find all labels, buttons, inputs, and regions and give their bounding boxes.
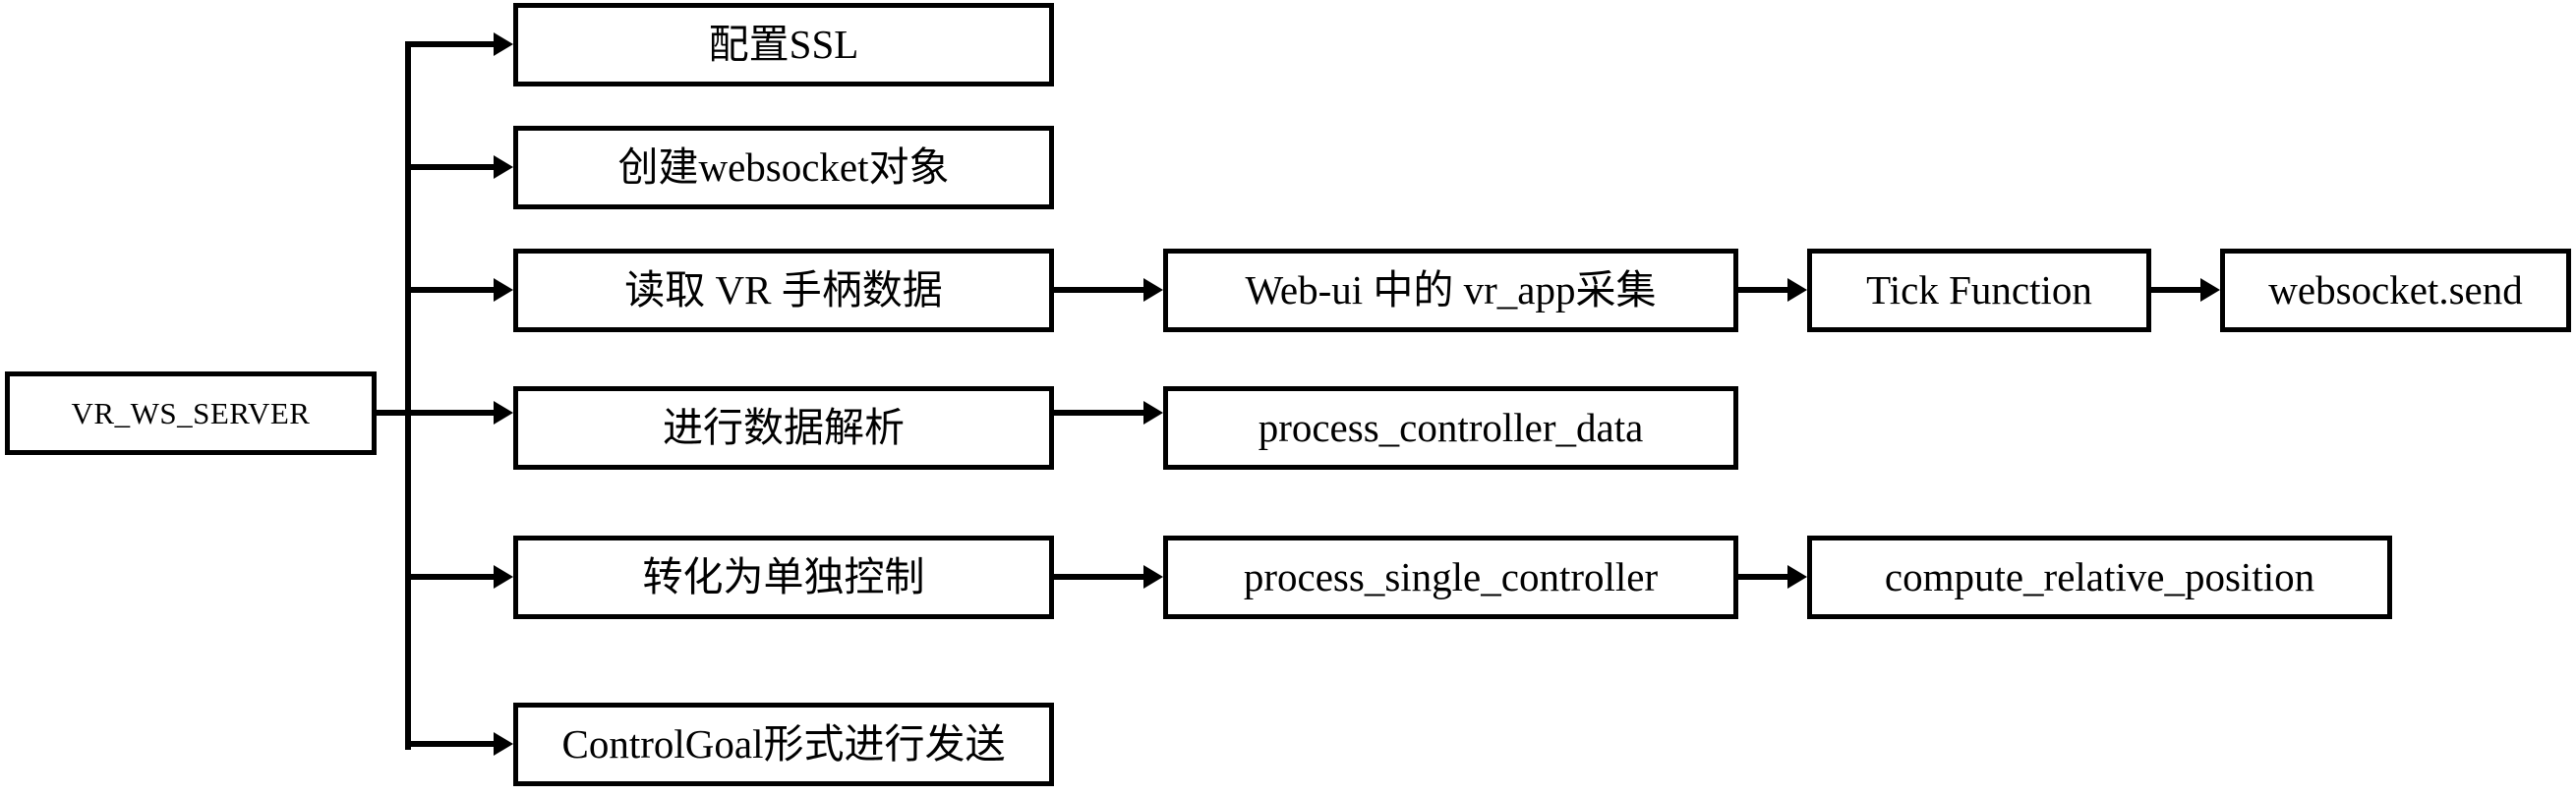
node-label: 转化为单独控制 (642, 554, 925, 599)
arrow-to-tick-function (1787, 278, 1807, 302)
node-label: 创建websocket对象 (617, 144, 950, 190)
connector-tick-function-to-websocket-send (2151, 287, 2202, 293)
node-label: Web-ui 中的 vr_app采集 (1245, 267, 1657, 313)
arrow-to-read-vr-controller-data (494, 278, 513, 302)
connector-trunk-to-parse-data (405, 410, 496, 416)
connector-web-ui-vr-app-collect-to-tick-function (1738, 287, 1789, 293)
node-process-single-controller[interactable]: process_single_controller (1163, 536, 1738, 619)
node-label: ControlGoal形式进行发送 (561, 721, 1006, 767)
node-label: compute_relative_position (1884, 554, 2315, 599)
connector-trunk-to-read-vr-controller-data (405, 287, 496, 293)
arrow-to-process-controller-data (1143, 401, 1163, 425)
node-configure-ssl[interactable]: 配置SSL (513, 3, 1054, 86)
node-process-controller-data[interactable]: process_controller_data (1163, 386, 1738, 470)
arrow-to-send-as-controlgoal (494, 732, 513, 756)
node-read-vr-controller-data[interactable]: 读取 VR 手柄数据 (513, 249, 1054, 332)
node-vr-ws-server[interactable]: VR_WS_SERVER (5, 371, 377, 455)
connector-trunk-to-configure-ssl (405, 41, 496, 47)
node-parse-data[interactable]: 进行数据解析 (513, 386, 1054, 470)
connector-trunk-to-create-websocket-object (405, 164, 496, 170)
node-convert-to-single-control[interactable]: 转化为单独控制 (513, 536, 1054, 619)
arrow-to-configure-ssl (494, 32, 513, 56)
connector-trunk-to-send-as-controlgoal (405, 741, 496, 747)
node-create-websocket-object[interactable]: 创建websocket对象 (513, 126, 1054, 209)
node-label: 配置SSL (708, 22, 859, 67)
connector-read-vr-controller-data-to-web-ui-vr-app-collect (1054, 287, 1145, 293)
connector-trunk-to-convert-to-single-control (405, 574, 496, 580)
node-label: Tick Function (1866, 267, 2092, 313)
arrow-to-convert-to-single-control (494, 565, 513, 589)
arrow-to-web-ui-vr-app-collect (1143, 278, 1163, 302)
node-compute-relative-position[interactable]: compute_relative_position (1807, 536, 2392, 619)
node-tick-function[interactable]: Tick Function (1807, 249, 2151, 332)
connector-parse-data-to-process-controller-data (1054, 410, 1145, 416)
connector-convert-to-single-control-to-process-single-controller (1054, 574, 1145, 580)
arrow-to-create-websocket-object (494, 155, 513, 179)
node-label: websocket.send (2268, 267, 2523, 313)
arrow-to-compute-relative-position (1787, 565, 1807, 589)
trunk-vertical-line (405, 44, 411, 750)
node-label: process_controller_data (1258, 405, 1644, 450)
root-trunk-stub (377, 410, 411, 416)
arrow-to-websocket-send (2200, 278, 2220, 302)
arrow-to-parse-data (494, 401, 513, 425)
node-label: 进行数据解析 (663, 405, 905, 450)
node-web-ui-vr-app-collect[interactable]: Web-ui 中的 vr_app采集 (1163, 249, 1738, 332)
node-send-as-controlgoal[interactable]: ControlGoal形式进行发送 (513, 703, 1054, 786)
node-label: VR_WS_SERVER (71, 396, 311, 430)
node-label: process_single_controller (1243, 554, 1659, 599)
arrow-to-process-single-controller (1143, 565, 1163, 589)
node-label: 读取 VR 手柄数据 (624, 267, 943, 313)
connector-process-single-controller-to-compute-relative-position (1738, 574, 1789, 580)
node-websocket-send[interactable]: websocket.send (2220, 249, 2571, 332)
